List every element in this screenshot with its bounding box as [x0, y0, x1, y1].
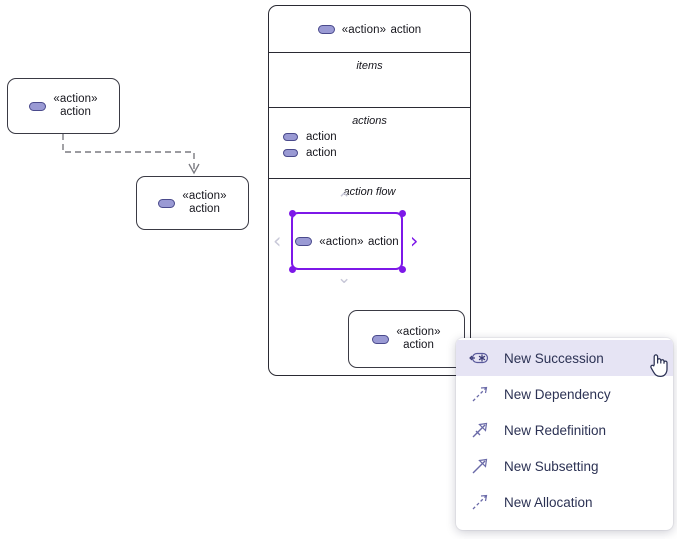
node-name-label: action [368, 236, 399, 248]
list-item[interactable]: action [269, 131, 470, 143]
node-name-label: action [189, 203, 220, 215]
menu-item-label: New Succession [504, 350, 604, 366]
action-node-selected[interactable]: «action» action [288, 209, 406, 273]
resize-handle-top-left[interactable] [288, 209, 296, 217]
action-node-label: «action» action [319, 232, 398, 250]
container-header-label: «action» action [342, 20, 421, 38]
subsetting-icon [456, 456, 504, 476]
stereotype-label: «action» [396, 325, 441, 338]
menu-item-new-redefinition[interactable]: New Redefinition [456, 412, 673, 448]
compartment-title: actions [352, 115, 387, 127]
action-node-label: «action» action [53, 93, 97, 119]
stereotype-label: «action» [341, 24, 387, 36]
action-pill-icon [283, 133, 298, 141]
node-name-label: action [60, 106, 91, 118]
action-node-label: «action» action [182, 190, 226, 216]
list-item[interactable]: action [269, 147, 470, 159]
node-name-label: action [390, 24, 422, 36]
chevron-right-handle[interactable]: › [410, 229, 419, 253]
action-pill-icon [283, 149, 298, 157]
menu-item-new-succession[interactable]: New Succession [456, 340, 673, 376]
chevron-down-handle[interactable]: ⌄ [337, 268, 352, 288]
compartment-title: items [356, 60, 383, 72]
action-node-label: «action» action [396, 326, 440, 352]
list-item-label: action [306, 147, 337, 159]
redefinition-icon [456, 420, 504, 440]
stereotype-label: «action» [319, 236, 364, 248]
menu-item-label: New Redefinition [504, 422, 607, 438]
container-header: «action» action [269, 6, 470, 53]
allocation-icon [456, 492, 504, 512]
action-pill-icon [158, 198, 176, 208]
action-pill-icon [29, 101, 47, 111]
action-node-left-top[interactable]: «action» action [7, 78, 120, 134]
action-pill-icon [317, 24, 335, 34]
stereotype-label: «action» [182, 189, 227, 202]
chevron-up-handle[interactable]: ⌃ [337, 190, 352, 210]
action-pill-icon [372, 334, 390, 344]
menu-item-label: New Subsetting [504, 458, 599, 474]
dependency-icon [456, 384, 504, 404]
action-pill-icon [295, 236, 313, 246]
menu-item-label: New Allocation [504, 494, 593, 510]
chevron-left-handle[interactable]: ‹ [273, 229, 282, 253]
action-node-bottom[interactable]: «action» action [348, 310, 465, 368]
compartment-items[interactable]: items [269, 53, 470, 108]
resize-handle-bottom-left[interactable] [288, 265, 296, 273]
node-name-label: action [403, 339, 434, 351]
menu-item-new-subsetting[interactable]: New Subsetting [456, 448, 673, 484]
resize-handle-top-right[interactable] [398, 209, 406, 217]
succession-icon [456, 351, 504, 365]
menu-item-new-dependency[interactable]: New Dependency [456, 376, 673, 412]
compartment-title: action flow [343, 186, 396, 198]
dependency-connector[interactable] [62, 134, 200, 175]
stereotype-label: «action» [53, 92, 98, 105]
compartment-actions[interactable]: actions action action [269, 108, 470, 179]
compartment-action-flow[interactable]: action flow [269, 179, 470, 375]
action-node-left-bottom[interactable]: «action» action [136, 176, 249, 230]
list-item-label: action [306, 131, 337, 143]
menu-item-label: New Dependency [504, 386, 611, 402]
menu-item-new-allocation[interactable]: New Allocation [456, 484, 673, 520]
context-menu[interactable]: New Succession New Dependency New Redefi… [456, 338, 673, 530]
resize-handle-bottom-right[interactable] [398, 265, 406, 273]
